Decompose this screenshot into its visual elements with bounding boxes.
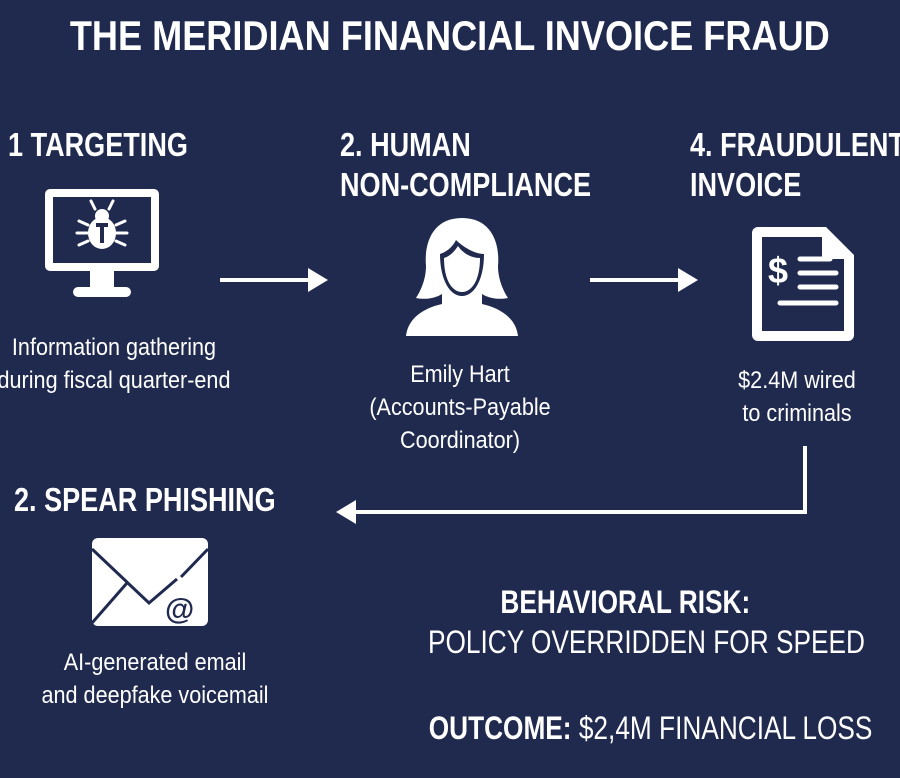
outcome-label: OUTCOME:: [428, 710, 572, 746]
step-targeting-heading: 1 TARGETING: [8, 126, 188, 163]
svg-text:$: $: [768, 250, 788, 291]
outcome: OUTCOME: $2,4M FINANCIAL LOSS: [380, 710, 873, 747]
monitor-bug-icon: [45, 189, 159, 297]
outcome-value: $2,4M FINANCIAL LOSS: [578, 710, 873, 746]
step-phishing-heading: 2. SPEAR PHISHING: [14, 481, 276, 518]
arrow-right-icon: [590, 268, 698, 292]
return-arrow-icon: [336, 446, 807, 524]
behavioral-risk-label: BEHAVIORAL RISK:: [500, 584, 750, 620]
invoice-document-icon: $: [752, 227, 854, 341]
behavioral-risk-value: POLICY OVERRIDDEN FOR SPEED: [427, 624, 865, 660]
arrow-right-icon: [220, 268, 328, 292]
email-icon: @: [90, 538, 210, 626]
page-title: THE MERIDIAN FINANCIAL INVOICE FRAUD: [70, 12, 830, 59]
person-icon: [406, 218, 518, 336]
svg-text:@: @: [165, 593, 194, 626]
